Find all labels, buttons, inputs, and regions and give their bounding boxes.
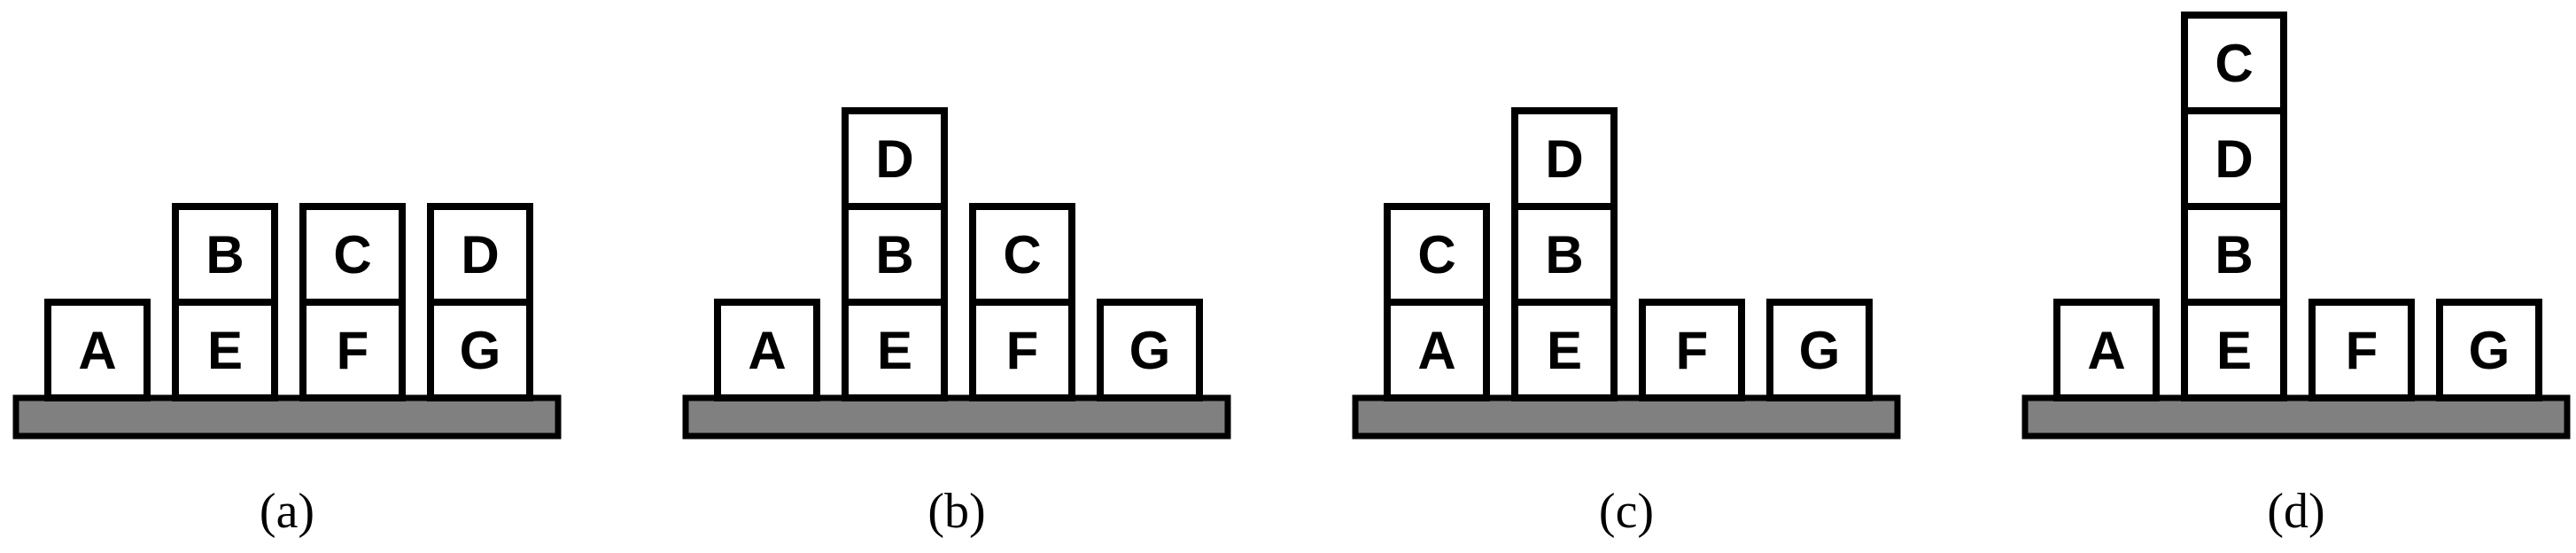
block-a: A: [1384, 299, 1490, 401]
block-label: C: [333, 225, 371, 284]
block-outline: [427, 299, 533, 401]
block-label: F: [2346, 321, 2378, 380]
block-label: G: [2469, 321, 2510, 380]
block-outline: [299, 203, 406, 306]
block-label: C: [1003, 225, 1041, 284]
block-label: A: [2087, 321, 2125, 380]
block-e: E: [172, 299, 278, 401]
block-label: F: [337, 321, 369, 380]
block-label: A: [1417, 321, 1455, 380]
panel-caption: (b): [927, 484, 985, 539]
block-label: B: [875, 225, 913, 284]
panel-caption: (c): [1599, 484, 1654, 539]
panel-a: A EB FC GD (a): [12, 203, 562, 539]
block-d: D: [2181, 107, 2287, 210]
block-outline: [1384, 299, 1490, 401]
block-d: D: [1511, 107, 1618, 210]
block-outline: [969, 299, 1075, 401]
block-e: E: [842, 299, 948, 401]
block-label: A: [78, 321, 116, 380]
table-surface: [682, 394, 1231, 440]
block-outline: [1511, 203, 1618, 306]
panel-caption: (a): [260, 484, 314, 539]
block-label: A: [748, 321, 786, 380]
block-f: F: [1639, 299, 1745, 401]
block-outline: [714, 299, 820, 401]
block-f: F: [299, 299, 406, 401]
block-label: B: [2215, 225, 2253, 284]
block-label: C: [1417, 225, 1455, 284]
block-outline: [427, 203, 533, 306]
block-outline: [2436, 299, 2542, 401]
block-outline: [2053, 299, 2160, 401]
block-g: G: [1766, 299, 1873, 401]
block-outline: [1097, 299, 1203, 401]
block-label: D: [1545, 129, 1583, 189]
block-c: C: [1384, 203, 1490, 306]
block-label: G: [1129, 321, 1171, 380]
block-outline: [172, 299, 278, 401]
table-surface: [1352, 394, 1901, 440]
block-outline: [2181, 107, 2287, 210]
block-label: E: [207, 321, 243, 380]
block-b: B: [842, 203, 948, 306]
block-c: C: [969, 203, 1075, 306]
block-outline: [299, 299, 406, 401]
block-outline: [1384, 203, 1490, 306]
block-label: E: [2216, 321, 2252, 380]
block-label: G: [460, 321, 501, 380]
panel-c: AC EBD F G (c): [1352, 107, 1901, 539]
block-f: F: [969, 299, 1075, 401]
block-outline: [2308, 299, 2415, 401]
panel-b: A EBD FC G (b): [682, 107, 1231, 539]
block-label: D: [461, 225, 499, 284]
block-e: E: [2181, 299, 2287, 401]
block-a: A: [2053, 299, 2160, 401]
table-surface: [12, 394, 562, 440]
block-label: B: [1545, 225, 1583, 284]
block-outline: [842, 107, 948, 210]
panel-caption: (d): [2267, 484, 2324, 539]
block-label: E: [877, 321, 912, 380]
block-c: C: [299, 203, 406, 306]
block-label: E: [1547, 321, 1582, 380]
block-outline: [1639, 299, 1745, 401]
block-b: B: [2181, 203, 2287, 306]
block-outline: [1511, 107, 1618, 210]
block-outline: [1766, 299, 1873, 401]
block-g: G: [2436, 299, 2542, 401]
block-a: A: [44, 299, 151, 401]
block-d: D: [427, 203, 533, 306]
block-label: F: [1676, 321, 1709, 380]
block-a: A: [714, 299, 820, 401]
block-label: B: [206, 225, 244, 284]
block-e: E: [1511, 299, 1618, 401]
block-c: C: [2181, 12, 2287, 114]
block-label: C: [2215, 34, 2253, 93]
block-outline: [2181, 12, 2287, 114]
block-b: B: [172, 203, 278, 306]
block-f: F: [2308, 299, 2415, 401]
block-g: G: [1097, 299, 1203, 401]
block-label: D: [2215, 129, 2253, 189]
block-outline: [44, 299, 151, 401]
block-outline: [969, 203, 1075, 306]
block-b: B: [1511, 203, 1618, 306]
block-label: G: [1799, 321, 1841, 380]
block-d: D: [842, 107, 948, 210]
block-outline: [172, 203, 278, 306]
block-g: G: [427, 299, 533, 401]
block-label: F: [1006, 321, 1039, 380]
block-label: D: [875, 129, 913, 189]
table-surface: [2021, 394, 2571, 440]
block-outline: [842, 299, 948, 401]
